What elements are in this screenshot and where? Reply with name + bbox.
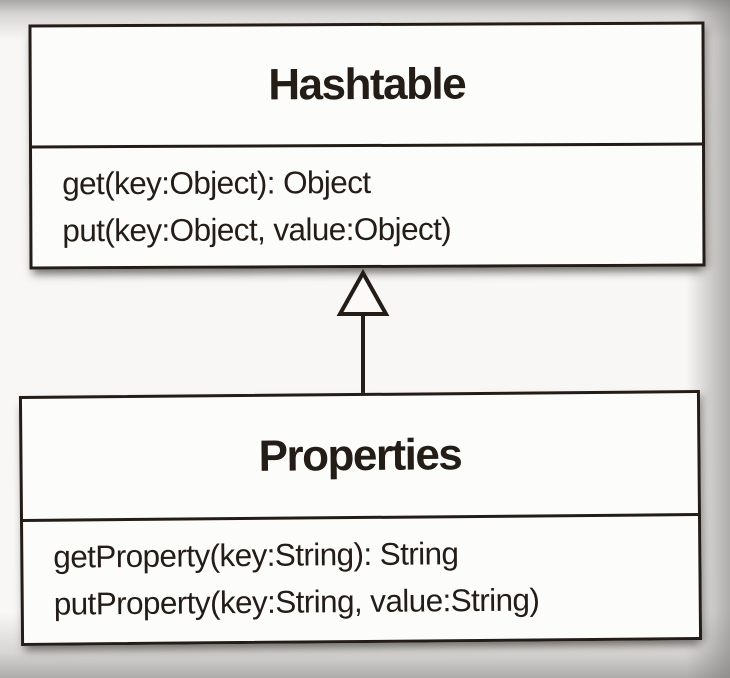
methods-compartment-hashtable: get(key:Object): Object put(key:Object, … — [32, 146, 702, 255]
methods-compartment-properties: getProperty(key:String): String putPrope… — [23, 516, 699, 628]
method-signature: getProperty(key:String): String — [53, 535, 459, 575]
method-signature: putProperty(key:String, value:String) — [53, 581, 540, 622]
class-name-hashtable: Hashtable — [268, 59, 466, 110]
class-name-compartment-properties: Properties — [21, 393, 698, 522]
class-name-properties: Properties — [258, 430, 462, 481]
class-name-compartment-hashtable: Hashtable — [31, 24, 703, 149]
hollow-triangle-icon — [336, 268, 390, 316]
class-box-properties: Properties getProperty(key:String): Stri… — [18, 390, 703, 646]
class-box-hashtable: Hashtable get(key:Object): Object put(ke… — [28, 21, 706, 270]
method-signature: put(key:Object, value:Object) — [62, 210, 452, 249]
method-signature: get(key:Object): Object — [62, 163, 371, 202]
generalization-arrow — [336, 268, 390, 395]
